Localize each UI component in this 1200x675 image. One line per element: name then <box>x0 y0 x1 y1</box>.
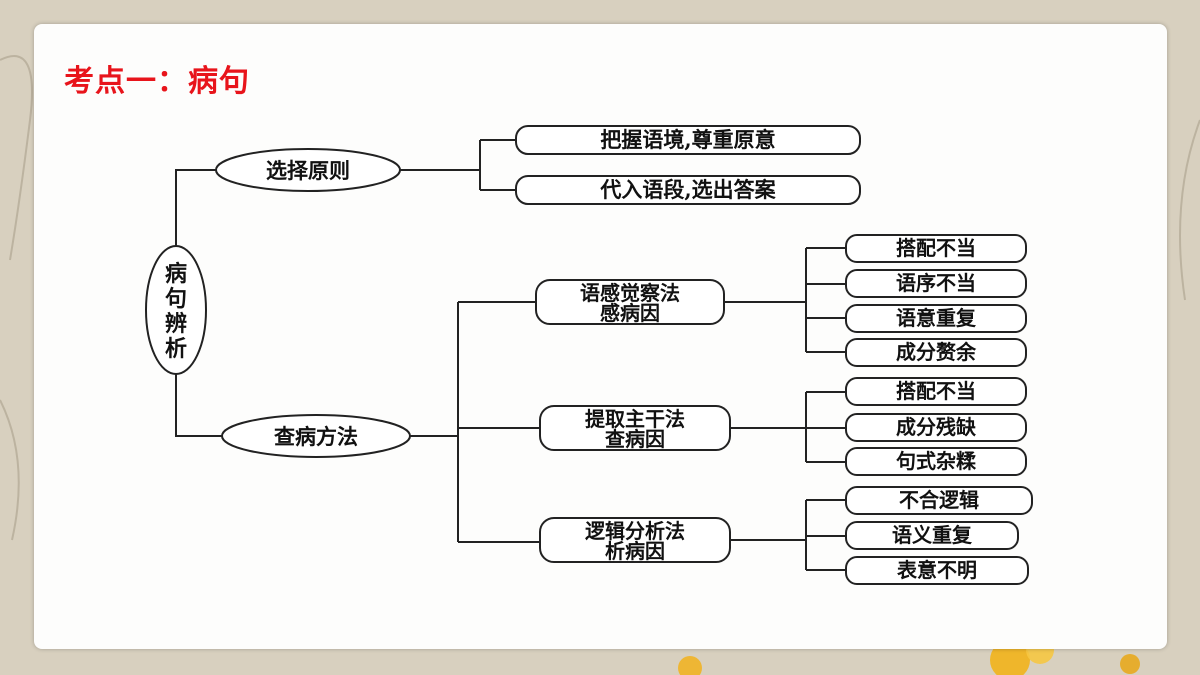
leaf-node: 表意不明 <box>845 556 1029 585</box>
leaf-label: 把握语境,尊重原意 <box>600 127 775 152</box>
leaf-label: 不合逻辑 <box>899 488 979 512</box>
leaf-label: 句式杂糅 <box>896 449 977 473</box>
leaf-node: 代入语段,选出答案 <box>515 175 861 205</box>
branch-label: 查病方法 <box>274 424 358 449</box>
root-char-3: 辨 <box>165 311 187 337</box>
root-node: 病 句 辨 析 <box>145 245 207 375</box>
leaf-label: 语意重复 <box>896 306 977 330</box>
leaf-node: 成分赘余 <box>845 338 1027 367</box>
connector-lines <box>175 139 846 571</box>
leaf-node: 语序不当 <box>845 269 1027 298</box>
method-node-sense: 语感觉察法 感病因 <box>535 279 725 325</box>
leaf-label: 表意不明 <box>897 558 977 582</box>
leaf-node: 搭配不当 <box>845 234 1027 263</box>
method-node-trunk: 提取主干法 查病因 <box>539 405 731 451</box>
method-label-line2: 感病因 <box>600 301 660 325</box>
leaf-node: 把握语境,尊重原意 <box>515 125 861 155</box>
leaf-node: 不合逻辑 <box>845 486 1033 515</box>
leaf-node: 语意重复 <box>845 304 1027 333</box>
leaf-label: 成分赘余 <box>896 340 977 364</box>
branch-node-check-method: 查病方法 <box>221 414 411 458</box>
leaf-label: 搭配不当 <box>896 379 976 403</box>
method-label-line1: 逻辑分析法 <box>585 519 685 543</box>
branch-label: 选择原则 <box>266 158 350 183</box>
leaf-node: 语义重复 <box>845 521 1019 550</box>
leaf-node: 成分残缺 <box>845 413 1027 442</box>
leaf-label: 代入语段,选出答案 <box>599 177 776 202</box>
method-label-line1: 提取主干法 <box>585 407 685 431</box>
branch-node-selection-principle: 选择原则 <box>215 148 401 192</box>
leaf-node: 句式杂糅 <box>845 447 1027 476</box>
leaf-node: 搭配不当 <box>845 377 1027 406</box>
method-node-logic: 逻辑分析法 析病因 <box>539 517 731 563</box>
leaf-label: 成分残缺 <box>896 415 977 439</box>
root-char-1: 病 <box>165 261 187 287</box>
page-title: 考点一：病句 <box>64 64 250 99</box>
root-char-2: 句 <box>165 286 187 312</box>
method-label-line2: 查病因 <box>605 427 665 451</box>
root-char-4: 析 <box>165 336 187 362</box>
leaf-label: 语序不当 <box>896 271 976 295</box>
method-label-line2: 析病因 <box>605 539 665 563</box>
method-label-line1: 语感觉察法 <box>580 281 680 305</box>
leaf-label: 搭配不当 <box>896 236 976 260</box>
leaf-label: 语义重复 <box>892 523 973 547</box>
